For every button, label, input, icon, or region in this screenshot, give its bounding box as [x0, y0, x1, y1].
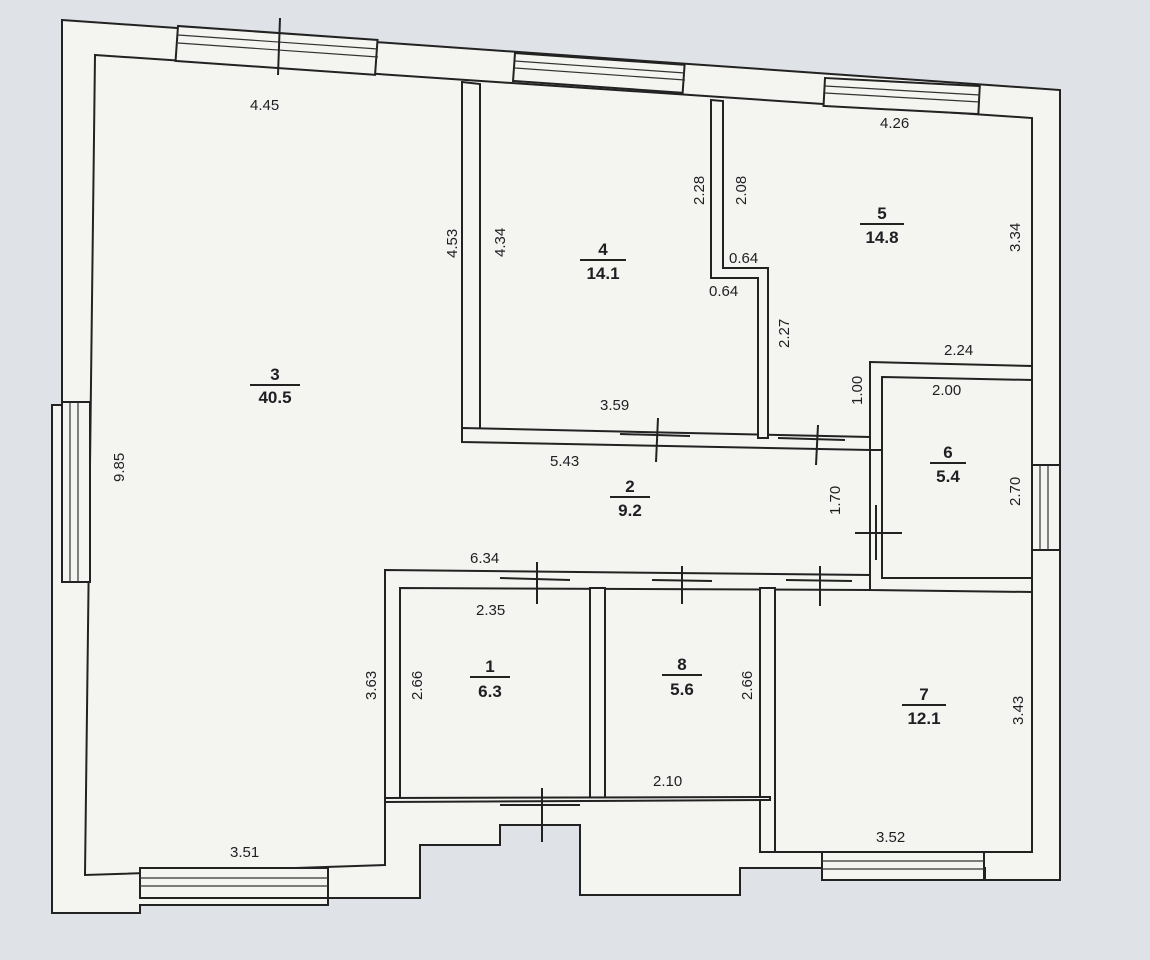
room-area: 9.2 [618, 501, 642, 520]
window-bottom-right [821, 851, 985, 881]
dimension-label: 0.64 [729, 250, 758, 267]
room-number: 6 [943, 443, 952, 462]
room-area: 14.8 [865, 228, 898, 247]
dimension-label: 3.43 [1010, 696, 1027, 725]
dimension-label: 3.59 [600, 397, 629, 414]
dimension-label: 2.08 [733, 176, 750, 205]
dimension-labels: 4.45 4.53 4.34 2.28 2.08 4.26 3.34 0.64 … [111, 97, 1027, 861]
window-top-middle [511, 51, 686, 94]
dimension-label: 0.64 [709, 283, 738, 300]
dimension-label: 4.26 [880, 115, 909, 132]
room-number: 7 [919, 685, 928, 704]
room-label-4: 4 14.1 [580, 240, 626, 283]
dimension-label: 2.27 [776, 319, 793, 348]
room-number: 4 [598, 240, 608, 259]
room-area: 14.1 [586, 264, 619, 283]
room-label-1: 1 6.3 [470, 657, 510, 701]
room-label-7: 7 12.1 [902, 685, 946, 728]
dimension-label: 2.66 [409, 671, 426, 700]
dimension-label: 2.10 [653, 773, 682, 790]
dimension-label: 3.63 [363, 671, 380, 700]
dimension-label: 3.34 [1007, 223, 1024, 252]
dimension-label: 2.70 [1007, 477, 1024, 506]
room-area: 5.6 [670, 680, 694, 699]
dimension-label: 3.51 [230, 844, 259, 861]
room-number: 3 [270, 365, 279, 384]
room-label-8: 8 5.6 [662, 655, 702, 699]
window-top-left [174, 17, 379, 76]
room-label-6: 6 5.4 [930, 443, 966, 486]
dimension-label: 2.35 [476, 602, 505, 619]
window-left [61, 401, 91, 583]
interior-walls [384, 80, 1033, 853]
dimension-label: 6.34 [470, 550, 499, 567]
dimension-label: 1.70 [827, 486, 844, 515]
window-top-right [822, 76, 981, 116]
dimension-label: 9.85 [111, 453, 128, 482]
room-label-3: 3 40.5 [250, 365, 300, 407]
dimension-label: 4.34 [492, 228, 509, 257]
room-label-2: 2 9.2 [610, 477, 650, 520]
room-number: 5 [877, 204, 886, 223]
dimension-label: 5.43 [550, 453, 579, 470]
room-number: 8 [677, 655, 686, 674]
dimension-label: 3.52 [876, 829, 905, 846]
room-area: 12.1 [907, 709, 940, 728]
room-number: 1 [485, 657, 494, 676]
dimension-label: 2.24 [944, 342, 973, 359]
dimension-label: 4.53 [444, 229, 461, 258]
room-area: 5.4 [936, 467, 960, 486]
room-area: 40.5 [258, 388, 291, 407]
dimension-label: 4.45 [250, 97, 279, 114]
dimension-label: 1.00 [849, 376, 866, 405]
dimension-label: 2.66 [739, 671, 756, 700]
window-right [1031, 464, 1061, 551]
doors [499, 417, 902, 842]
dimension-label: 2.00 [932, 382, 961, 399]
room-label-5: 5 14.8 [860, 204, 904, 247]
dimension-label: 2.28 [691, 176, 708, 205]
room-area: 6.3 [478, 682, 502, 701]
window-bottom-left [139, 867, 329, 899]
room-number: 2 [625, 477, 634, 496]
